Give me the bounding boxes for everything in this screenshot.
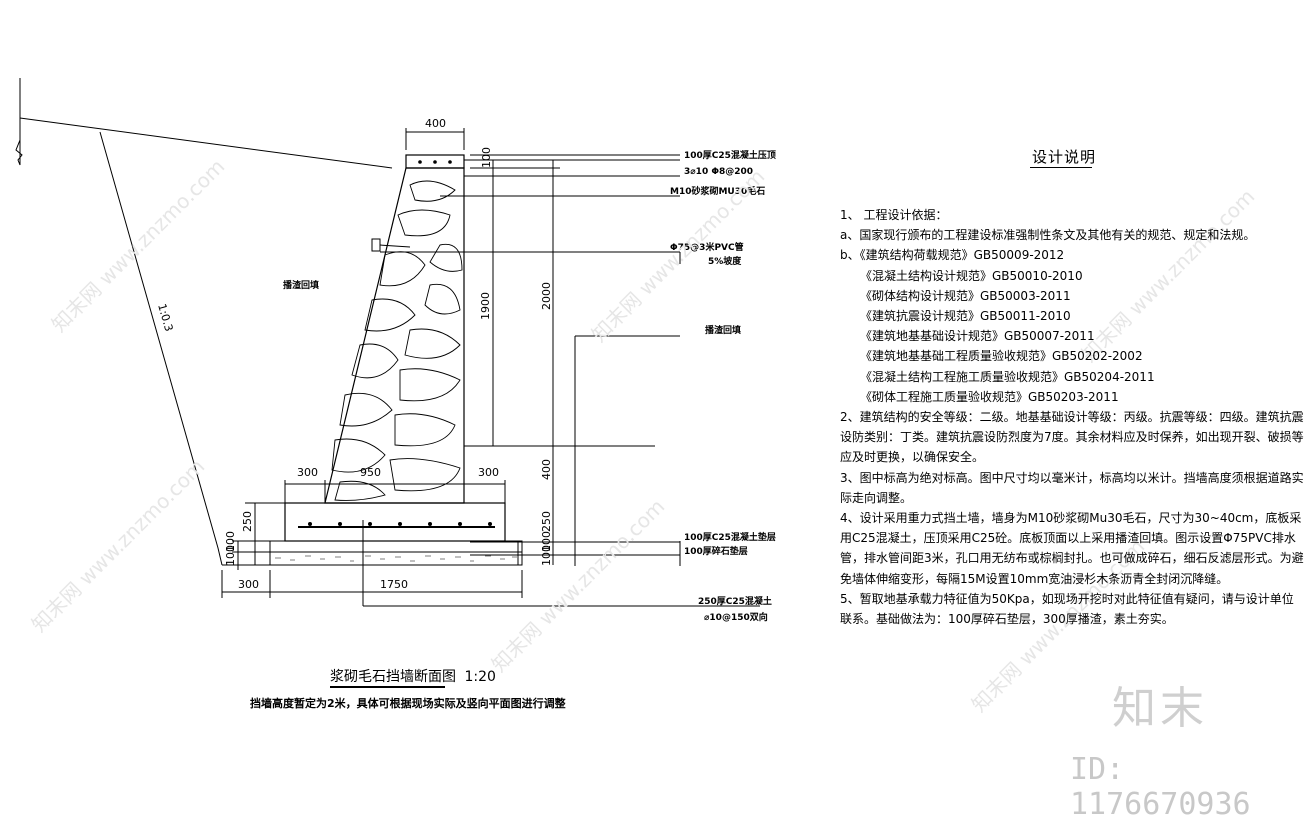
gravel-hatch — [275, 555, 517, 562]
coping-cap — [405, 154, 465, 169]
dim-bottom-1750: 1750 — [380, 578, 408, 591]
dim-bed-100b-left: 100 — [224, 545, 237, 566]
brand-id-text: ID: 1176670936 — [1070, 752, 1251, 822]
dim-top-width: 400 — [425, 117, 446, 130]
dim-bed-100a-left: 100 — [224, 531, 237, 552]
ground-break-line — [15, 78, 23, 166]
callout-cap-rebar: 3⌀10 Φ8@200 — [684, 167, 753, 177]
rubble-stone-pattern — [331, 180, 463, 501]
drawing-caption: 浆砌毛石挡墙断面图 1:20 — [330, 666, 496, 686]
dim-found-250-left: 250 — [241, 511, 254, 532]
note-line: 《混凝土结构设计规范》GB50010-2010 — [860, 268, 1083, 283]
callout-masonry: M10砂浆砌MU30毛石 — [670, 185, 765, 197]
slope-ratio-label: 1:0.3 — [155, 302, 175, 333]
dim-height-400: 400 — [540, 459, 553, 480]
dim-toe-left: 300 — [297, 466, 318, 479]
gravel-cushion-layer — [269, 551, 523, 566]
masonry-wall-body — [324, 167, 465, 504]
note-line: 《建筑地基基础工程质量验收规范》GB50202-2002 — [860, 349, 1143, 364]
caption-subtitle: 挡墙高度暂定为2米，具体可根据现场实际及竖向平面图进行调整 — [250, 697, 566, 710]
callout-slope-pct: 5%坡度 — [708, 255, 742, 267]
note-line: 《建筑抗震设计规范》GB50011-2010 — [860, 309, 1071, 324]
design-notes-title-underline — [1030, 167, 1092, 168]
dim-found-250-right: 250 — [540, 511, 553, 532]
note-paragraph: 4、设计采用重力式挡土墙，墙身为M10砂浆砌Mu30毛石，尺寸为30~40cm，… — [840, 511, 1304, 586]
dim-base-mid: 950 — [360, 466, 381, 479]
dim-bottom-300: 300 — [238, 578, 259, 591]
callout-pvc: Φ75@3米PVC管 — [670, 241, 744, 253]
note-paragraph: 5、暂取地基承载力特征值为50Kpa，如现场开挖时对此特征值有疑问，请与设计单位… — [840, 591, 1294, 627]
caption-underline — [330, 686, 445, 688]
concrete-base-slab — [284, 502, 506, 542]
note-line: b、《建筑结构荷载规范》GB50009-2012 — [840, 248, 1065, 263]
callout-cushion: 100厚C25混凝土垫层 — [684, 531, 776, 543]
caption-scale: 1:20 — [464, 669, 496, 685]
note-line: 《砌体结构设计规范》GB50003-2011 — [860, 288, 1071, 303]
fill-label-right: 播渣回填 — [705, 324, 741, 336]
callout-base-rebar: ⌀10@150双向 — [704, 611, 768, 623]
note-line: 《建筑地基基础设计规范》GB50007-2011 — [860, 329, 1095, 344]
dim-toe-right: 300 — [478, 466, 499, 479]
note-paragraph: 2、建筑结构的安全等级：二级。地基基础设计等级：丙级。抗震等级：四级。建筑抗震设… — [840, 410, 1304, 465]
note-line: 《混凝土结构工程施工质量验收规范》GB50204-2011 — [860, 369, 1155, 384]
dim-cap-thickness: 100 — [480, 147, 493, 168]
callout-gravel: 100厚碎石垫层 — [684, 545, 748, 557]
design-notes-title: 设计说明 — [1032, 148, 1097, 166]
brand-logo-text: 知末 — [1112, 683, 1208, 734]
design-notes: 1、 工程设计依据： a、国家现行颁布的工程建设标准强制性条文及其他有关的规范、… — [840, 205, 1305, 629]
dim-height-1900: 1900 — [479, 292, 492, 320]
dim-bed-100a-right: 100 — [540, 531, 553, 552]
excavation-slope-line — [99, 131, 223, 566]
dim-height-2000: 2000 — [540, 282, 553, 310]
fill-label-left: 播渣回填 — [283, 279, 319, 291]
caption-title: 浆砌毛石挡墙断面图 — [330, 669, 456, 685]
dim-bed-100b-right: 100 — [540, 545, 553, 566]
note-line: 《砌体工程施工质量验收规范》GB50203-2011 — [860, 389, 1119, 404]
concrete-cushion-layer — [269, 540, 523, 553]
ground-surface-line — [19, 117, 393, 169]
callout-cap: 100厚C25混凝土压顶 — [684, 149, 776, 161]
pvc-drain-pipe — [371, 238, 381, 252]
note-line: 1、 工程设计依据： — [840, 208, 948, 222]
note-paragraph: 3、图中标高为绝对标高。图中尺寸均以毫米计，标高均以米计。挡墙高度须根据道路实际… — [840, 470, 1304, 505]
note-line: a、国家现行颁布的工程建设标准强制性条文及其他有关的规范、规定和法规。 — [840, 228, 1256, 243]
callout-base: 250厚C25混凝土 — [698, 595, 772, 607]
